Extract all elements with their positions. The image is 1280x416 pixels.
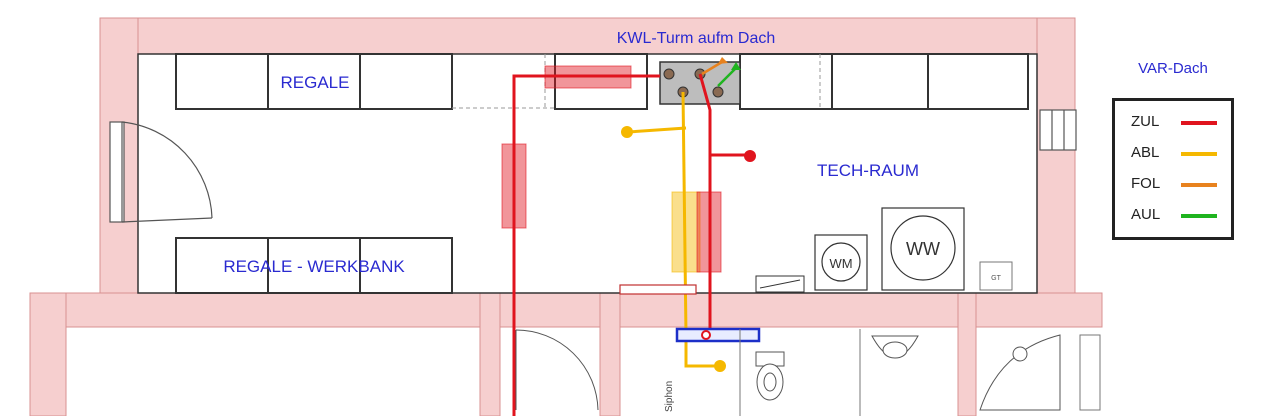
lower-partitions (739, 329, 1101, 416)
legend-item-fol: FOL (1131, 173, 1231, 197)
walls (29, 17, 1103, 416)
toilet (755, 351, 785, 401)
legend-code: ABL (1131, 144, 1160, 161)
duct-aul (717, 67, 737, 87)
duct-passage-highlight (675, 327, 761, 343)
duct-fol (701, 60, 723, 76)
lower-door-arc (515, 329, 599, 411)
shelves-top-label: REGALE (281, 73, 350, 92)
floor-radiator (619, 284, 697, 295)
legend-title: VAR-Dach (1138, 60, 1208, 77)
tech-room-label: TECH-RAUM (817, 161, 919, 180)
abl-outlet-bottom (714, 360, 726, 372)
right-window (1039, 109, 1077, 151)
legend-item-aul: AUL (1131, 204, 1231, 228)
zul-outlet (744, 150, 756, 162)
kwl-tower-box (659, 61, 741, 105)
legend-code: AUL (1131, 206, 1161, 223)
abl-outlet-top (621, 126, 633, 138)
legend-swatch (1181, 183, 1217, 187)
legend-item-zul: ZUL (1131, 111, 1231, 135)
legend-swatch (1181, 214, 1217, 218)
passage-zul-ring (701, 330, 711, 340)
shelves-bottom-label: REGALE - WERKBANK (223, 257, 405, 276)
siphon-label: Siphon (664, 381, 675, 412)
legend-swatch (1181, 152, 1217, 156)
legend: ZUL ABL FOL AUL (1112, 98, 1234, 240)
corner-shower (979, 334, 1061, 411)
shelves-top-row (175, 53, 1029, 110)
aul-arrow (731, 62, 741, 70)
shelves-bottom-row (175, 237, 453, 294)
left-door (109, 121, 213, 223)
legend-code: ZUL (1131, 113, 1160, 130)
heater-label: WW (906, 239, 940, 259)
legend-swatch (1181, 121, 1217, 125)
roof-tower-label: KWL-Turm aufm Dach (617, 30, 776, 47)
gt-label: GT (991, 275, 1001, 282)
washer-label: WM (829, 256, 852, 271)
dashed-guides (452, 54, 821, 109)
gt-box (979, 261, 1013, 291)
washer-drum (821, 242, 861, 282)
legend-code: FOL (1131, 175, 1161, 192)
legend-item-abl: ABL (1131, 142, 1231, 166)
washbasin (871, 335, 919, 359)
fol-arrow (718, 57, 728, 64)
duct-zul (512, 73, 748, 416)
floor-drain-mark (759, 279, 801, 289)
heater-tank (890, 215, 956, 281)
